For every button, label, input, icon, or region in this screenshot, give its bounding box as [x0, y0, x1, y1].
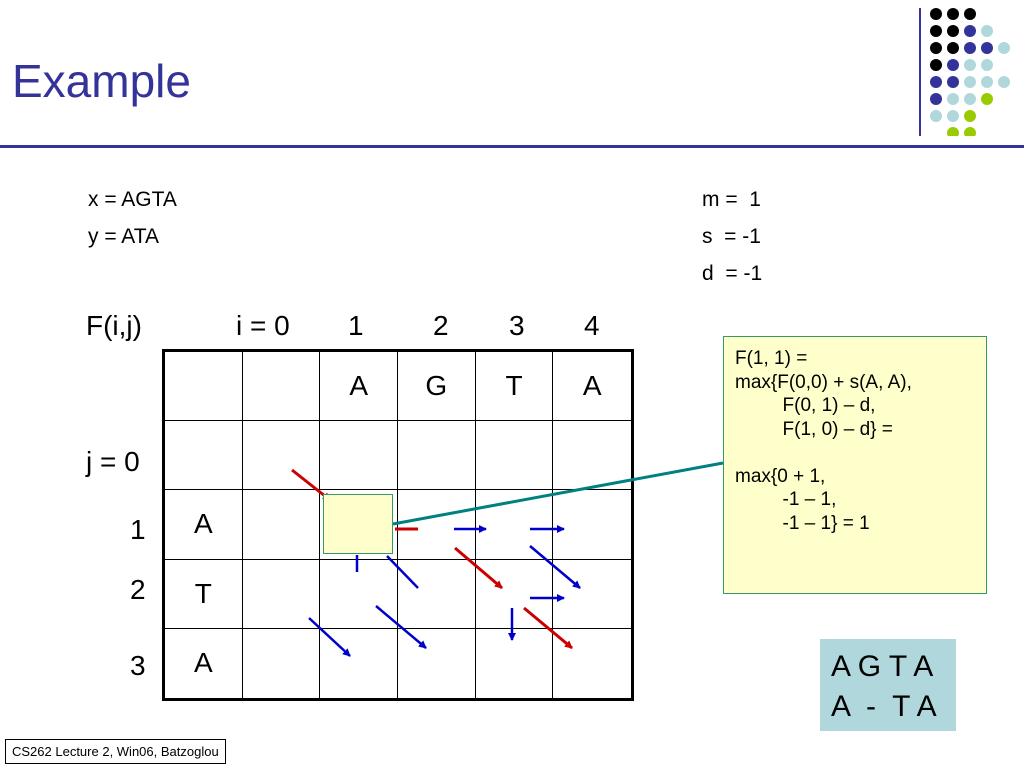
decorative-dot: [947, 76, 959, 88]
matrix-cell: [320, 421, 398, 491]
matrix-cell: [475, 559, 554, 629]
top-letter-3: T: [475, 352, 554, 422]
matrix-cell: [398, 628, 476, 698]
decorative-dot: [981, 59, 993, 71]
decorative-dot: [964, 93, 976, 105]
col-index-3: 3: [509, 310, 525, 341]
param-m: m = 1: [702, 188, 761, 211]
matrix-cell: [553, 490, 631, 560]
decorative-dot: [930, 25, 942, 37]
formula-line: F(1, 0) – d} =: [735, 418, 893, 440]
decorative-dot: [981, 25, 993, 37]
decorative-dot: [947, 59, 959, 71]
decorative-dot: [930, 59, 942, 71]
matrix-cell: [320, 628, 398, 698]
matrix-cell: [397, 421, 476, 491]
matrix-cell: [553, 421, 631, 491]
row-index-1: 1: [130, 514, 146, 545]
decorative-dot: [947, 110, 959, 122]
dp-matrix: A G T A A T A: [162, 349, 634, 701]
formula-line: -1 – 1,: [735, 489, 837, 510]
matrix-cell: [397, 559, 476, 629]
formula-line: F(1, 1) =: [735, 348, 808, 369]
decorative-dot: [964, 8, 976, 20]
matrix-cell: [397, 490, 476, 560]
decorative-dot: [947, 25, 959, 37]
decorative-dot: [998, 76, 1010, 88]
matrix-cell: [476, 628, 554, 698]
matrix-cell: [242, 559, 321, 629]
matrix-cell: [242, 352, 321, 422]
decorative-dots: [930, 8, 1010, 136]
decorative-dot: [998, 42, 1010, 54]
decorative-dot: [947, 8, 959, 20]
alignment-line-2: A - T A: [831, 690, 937, 723]
col-index-0: i = 0: [236, 310, 290, 341]
top-letter-1: A: [320, 352, 398, 422]
decorative-dot: [930, 42, 942, 54]
side-letter-2: T: [165, 559, 243, 629]
decorative-dot: [981, 93, 993, 105]
col-index-1: 1: [348, 310, 364, 341]
matrix-cell: [243, 628, 321, 698]
param-d: d = -1: [702, 262, 763, 285]
formula-line: max{F(0,0) + s(A, A),: [735, 371, 912, 393]
col-index-4: 4: [584, 310, 600, 341]
matrix-cell: [553, 629, 631, 698]
row-index-0: j = 0: [86, 446, 140, 477]
decorative-dot: [930, 8, 942, 20]
decorative-dot: [947, 127, 959, 136]
param-s: s = -1: [702, 225, 761, 248]
slide-title: Example: [12, 55, 191, 107]
formula-line: -1 – 1} = 1: [735, 512, 870, 534]
matrix-cell: [320, 559, 398, 629]
col-index-2: 2: [433, 310, 449, 341]
matrix-cell: [242, 421, 321, 491]
matrix-label: F(i,j): [86, 310, 142, 341]
top-letter-2: G: [397, 352, 476, 422]
param-y: y = ATA: [88, 225, 159, 248]
highlighted-cell: [323, 494, 393, 554]
matrix-cell: [553, 560, 631, 629]
decorative-dot: [964, 25, 976, 37]
decorative-dot: [947, 42, 959, 54]
formula-line: F(0, 1) – d,: [735, 395, 876, 416]
side-letter-1: A: [165, 490, 243, 560]
side-letter-3: A: [165, 628, 243, 698]
formula-line: [735, 441, 986, 465]
row-index-3: 3: [130, 650, 146, 681]
alignment-result: A G T A A - T A: [820, 639, 956, 731]
footer-credit: CS262 Lecture 2, Win06, Batzoglou: [5, 739, 226, 764]
matrix-cell: [475, 421, 554, 491]
decorative-dot: [964, 110, 976, 122]
decorative-dot: [964, 42, 976, 54]
formula-line: max{0 + 1,: [735, 465, 826, 487]
formula-box: F(1, 1) = max{F(0,0) + s(A, A), F(0, 1) …: [723, 336, 987, 594]
matrix-cell: [475, 490, 554, 560]
row-index-2: 2: [130, 574, 146, 605]
top-letter-4: A: [553, 352, 631, 422]
decorative-dot: [964, 59, 976, 71]
decorative-dot: [947, 93, 959, 105]
matrix-cell: [165, 352, 243, 422]
param-x: x = AGTA: [88, 188, 177, 211]
corner-divider: [919, 8, 921, 136]
matrix-cell: [242, 490, 321, 560]
alignment-line-1: A G T A: [831, 650, 934, 683]
matrix-cell: [165, 421, 243, 491]
decorative-dot: [964, 127, 976, 136]
decorative-dot: [930, 93, 942, 105]
decorative-dot: [964, 76, 976, 88]
decorative-dot: [930, 110, 942, 122]
decorative-dot: [981, 42, 993, 54]
decorative-dot: [981, 76, 993, 88]
title-underline: [0, 145, 1024, 148]
decorative-dot: [930, 76, 942, 88]
